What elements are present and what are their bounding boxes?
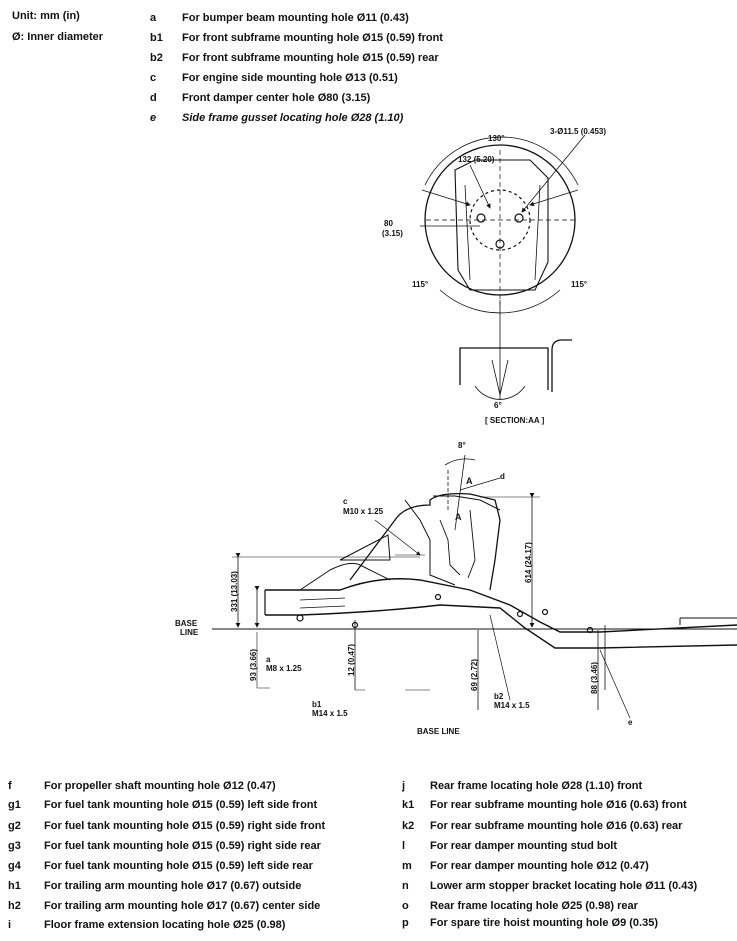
legend-key-k2: k2: [402, 820, 415, 832]
legend-text-e: Side frame gusset locating hole Ø28 (1.1…: [182, 112, 404, 124]
legend-key-b2: b2: [150, 52, 163, 64]
legend-text-h2: For trailing arm mounting hole Ø17 (0.67…: [44, 900, 321, 912]
legend-text-d: Front damper center hole Ø80 (3.15): [182, 92, 371, 104]
legend-key-n: n: [402, 880, 409, 892]
legend-key-f: f: [8, 780, 12, 792]
legend-key-g4: g4: [8, 860, 21, 872]
dim-93-label: 93 (3.66): [249, 648, 258, 681]
legend-key-k1: k1: [402, 799, 415, 811]
legend-text-g1: For fuel tank mounting hole Ø15 (0.59) l…: [44, 799, 318, 811]
dim-88-label: 88 (3.46): [590, 661, 599, 694]
legend-text-h1: For trailing arm mounting hole Ø17 (0.67…: [44, 880, 302, 892]
section-aa-label: [ SECTION:AA ]: [485, 416, 545, 425]
label-c: c: [343, 497, 348, 506]
legend-key-a: a: [150, 12, 157, 24]
dia-in-label: (3.15): [382, 229, 403, 238]
dim-614-label: 614 (24.17): [524, 542, 533, 583]
b1-thread-label: M14 x 1.5: [312, 709, 348, 718]
legend-text-g3: For fuel tank mounting hole Ø15 (0.59) r…: [44, 840, 321, 852]
section-marker-a-lower: A: [455, 512, 462, 522]
legend-key-l: l: [402, 840, 406, 852]
legend-text-b1: For front subframe mounting hole Ø15 (0.…: [182, 32, 443, 44]
angle-6-label: 6°: [494, 401, 502, 410]
inner-diameter-label: Ø: Inner diameter: [12, 31, 104, 43]
holes-label: 3-Ø11.5 (0.453): [550, 127, 607, 136]
legend-key-p: p: [402, 917, 409, 929]
legend-key-b1: b1: [150, 32, 163, 44]
label-d: d: [500, 472, 505, 481]
unit-label: Unit: mm (in): [12, 10, 80, 22]
angle-115-right-label: 115°: [571, 280, 588, 289]
dim-331-label: 331 (13.03): [230, 571, 239, 612]
legend-text-n: Lower arm stopper bracket locating hole …: [430, 880, 698, 892]
section-profile: [459, 339, 572, 400]
dia-mm-label: 80: [384, 219, 393, 228]
legend-text-c: For engine side mounting hole Ø13 (0.51): [182, 72, 398, 84]
legend-key-j: j: [402, 780, 406, 792]
legend-text-a: For bumper beam mounting hole Ø11 (0.43): [182, 12, 409, 24]
legend-key-i: i: [8, 919, 12, 931]
legend-text-m: For rear damper mounting hole Ø12 (0.47): [430, 860, 649, 872]
base-line-left-1: BASE: [175, 619, 198, 628]
a-thread-label: M8 x 1.25: [266, 664, 302, 673]
label-e: e: [628, 718, 633, 727]
legend-key-d: d: [150, 92, 157, 104]
dim-69-label: 69 (2.72): [470, 658, 479, 691]
legend-text-o: Rear frame locating hole Ø25 (0.98) rear: [430, 900, 638, 912]
legend-key-h1: h1: [8, 880, 21, 892]
base-line-left-2: LINE: [180, 628, 199, 637]
c-thread-label: M10 x 1.25: [343, 507, 384, 516]
angle-115-left-label: 115°: [412, 280, 429, 289]
b2-thread-label: M14 x 1.5: [494, 701, 530, 710]
label-b1: b1: [312, 700, 322, 709]
legend-text-i: Floor frame extension locating hole Ø25 …: [44, 919, 286, 931]
legend-text-f: For propeller shaft mounting hole Ø12 (0…: [44, 780, 276, 792]
angle-130-label: 130°: [488, 134, 505, 143]
legend-text-b2: For front subframe mounting hole Ø15 (0.…: [182, 52, 439, 64]
label-a: a: [266, 655, 271, 664]
section-top-view: [420, 134, 586, 350]
legend-text-k2: For rear subframe mounting hole Ø16 (0.6…: [430, 820, 683, 832]
dim-12-label: 12 (0.47): [347, 643, 356, 676]
legend-key-g2: g2: [8, 820, 21, 832]
legend-key-g1: g1: [8, 799, 21, 811]
legend-key-e: e: [150, 112, 157, 124]
section-marker-a-upper: A: [466, 476, 473, 486]
legend-key-g3: g3: [8, 840, 21, 852]
legend-text-p: For spare tire hoist mounting hole Ø9 (0…: [430, 917, 658, 929]
side-view: [212, 454, 737, 719]
legend-text-g4: For fuel tank mounting hole Ø15 (0.59) l…: [44, 860, 313, 872]
legend-text-j: Rear frame locating hole Ø28 (1.10) fron…: [430, 780, 643, 792]
angle-8-label: 8°: [458, 441, 466, 450]
label-b2: b2: [494, 692, 504, 701]
pcd-label: 132 (5.20): [458, 155, 495, 164]
legend-text-k1: For rear subframe mounting hole Ø16 (0.6…: [430, 799, 687, 811]
legend-text-l: For rear damper mounting stud bolt: [430, 840, 618, 852]
base-line-bottom: BASE LINE: [417, 727, 460, 736]
legend-text-g2: For fuel tank mounting hole Ø15 (0.59) r…: [44, 820, 326, 832]
legend-key-c: c: [150, 72, 157, 84]
legend-key-m: m: [402, 860, 412, 872]
legend-key-h2: h2: [8, 900, 21, 912]
legend-key-o: o: [402, 900, 409, 912]
